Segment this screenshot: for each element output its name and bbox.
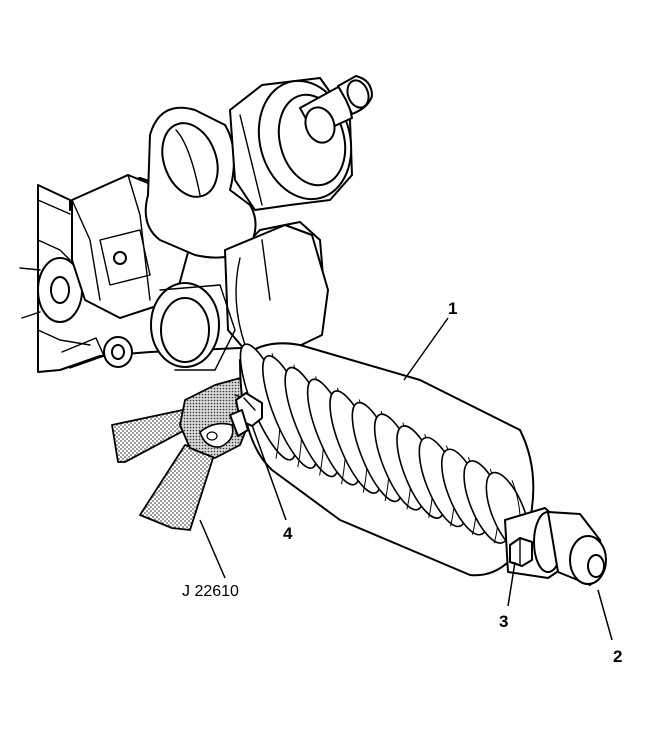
label-boot: 1 bbox=[448, 299, 457, 318]
boot-clamp-icon bbox=[229, 392, 263, 437]
clamp-pliers-tool-icon bbox=[111, 377, 259, 531]
tie-rod-shaft-icon bbox=[504, 507, 607, 586]
leader-1 bbox=[403, 317, 449, 381]
mounting-ear-icon bbox=[144, 106, 257, 259]
housing-neck-icon bbox=[150, 224, 329, 371]
label-jam-nut: 3 bbox=[499, 612, 508, 631]
leader-2 bbox=[597, 589, 613, 641]
rack-boot-icon bbox=[239, 342, 535, 577]
leader-3 bbox=[507, 561, 516, 607]
leader-4 bbox=[251, 424, 287, 521]
label-tool: J 22610 bbox=[182, 583, 239, 600]
leader-tool bbox=[199, 519, 226, 579]
label-tie-rod-end: 2 bbox=[613, 647, 622, 666]
leader-lines bbox=[199, 317, 613, 641]
label-clamp: 4 bbox=[283, 524, 293, 543]
pinion-tower-icon bbox=[229, 75, 373, 211]
